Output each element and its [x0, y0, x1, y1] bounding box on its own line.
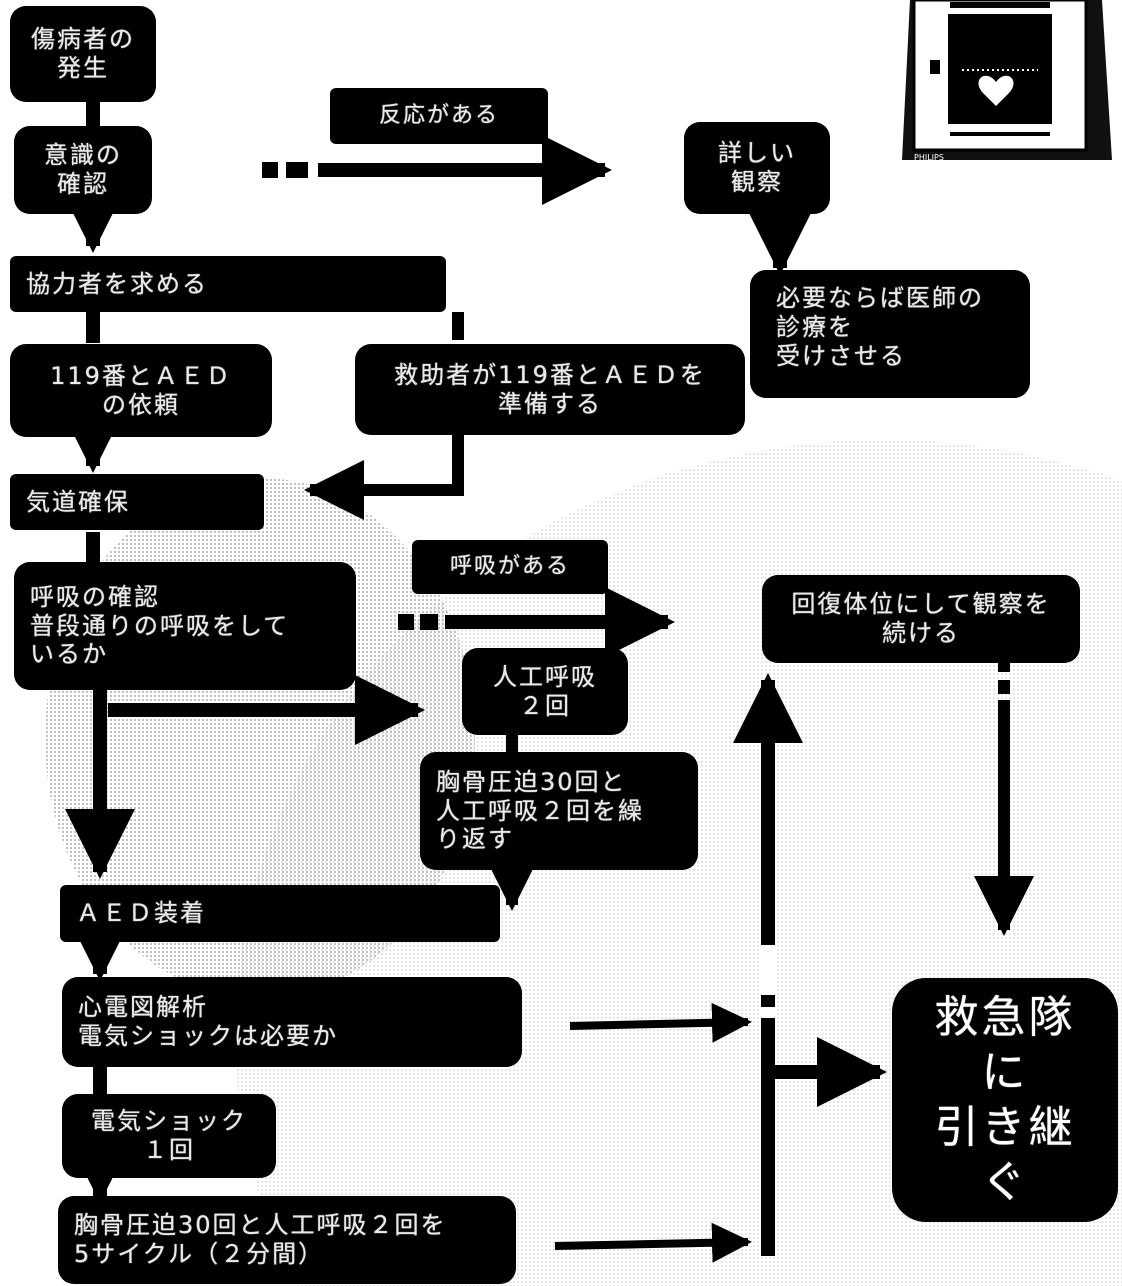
node-handover: 救急隊 に 引き継 ぐ	[892, 978, 1118, 1222]
node-ecg-analysis: 心電図解析 電気ショックは必要か	[62, 977, 522, 1067]
node-call-for-help: 協力者を求める	[10, 256, 446, 312]
aed-device-image: PHILIPS	[890, 0, 1112, 170]
arrow-cpr5-collector	[555, 1242, 748, 1246]
node-consciousness: 意識の 確認	[14, 126, 152, 214]
node-cpr-30-2: 胸骨圧迫30回と 人工呼吸２回を繰 り返す	[420, 752, 698, 870]
arrow-ecg-collector	[570, 1022, 748, 1026]
node-detailed-observation: 詳しい 観察	[684, 122, 830, 214]
node-collapse: 傷病者の 発生	[10, 6, 156, 102]
label-responsive: 反応がある	[330, 88, 548, 144]
node-doctor-consult: 必要ならば医師の 診療を 受けさせる	[750, 270, 1030, 398]
node-cpr-5-cycles: 胸骨圧迫30回と人工呼吸２回を 5サイクル（２分間）	[58, 1196, 516, 1284]
node-airway: 気道確保	[10, 474, 264, 530]
node-request-119-aed: 119番とＡＥＤ の依頼	[10, 344, 272, 437]
node-aed-attach: ＡＥＤ装着	[60, 885, 500, 942]
node-recovery-position: 回復体位にして観察を 続ける	[762, 575, 1080, 663]
node-helper-prepares: 救助者が119番とＡＥＤを 準備する	[355, 344, 745, 435]
aed-brand-text: PHILIPS	[914, 153, 944, 162]
node-shock-once: 電気ショック １回	[62, 1094, 276, 1178]
node-breathing-check: 呼吸の確認 普段通りの呼吸をして いるか	[14, 562, 356, 690]
node-rescue-breaths: 人工呼吸 ２回	[462, 648, 628, 735]
label-breathing: 呼吸がある	[412, 540, 608, 594]
arrow-helper-airway	[310, 435, 458, 490]
